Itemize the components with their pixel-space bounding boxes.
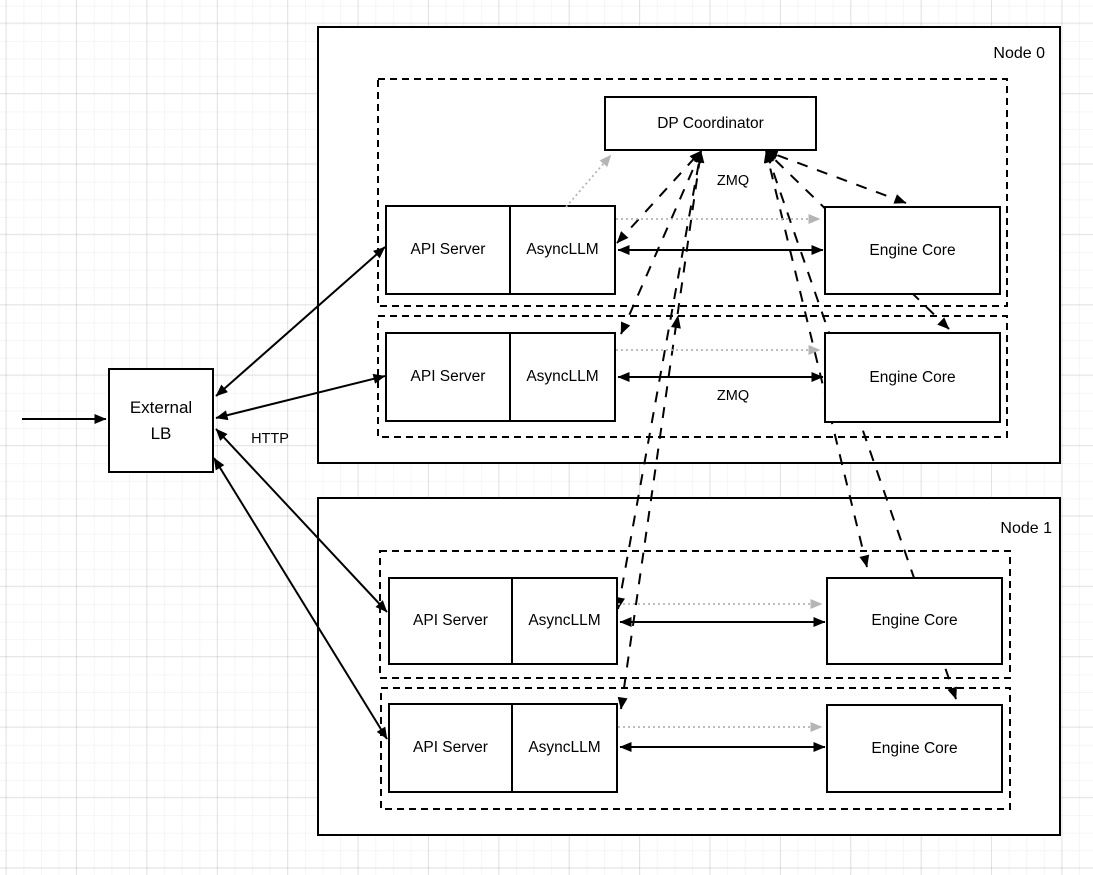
- dotted-links: [565, 154, 823, 732]
- api-server-box-n0r0: [385, 205, 511, 295]
- api-server-box-n1r1: [388, 703, 513, 793]
- zmq-links: [617, 245, 826, 752]
- api-server-box-n0r1: [385, 332, 511, 422]
- http-link-n0r0: [215, 246, 386, 397]
- engine-core-box-n0r0: [824, 206, 1001, 295]
- engine-core-box-n1r1: [826, 704, 1003, 793]
- http-link-n0r1: [215, 373, 386, 421]
- asyncllm-box-n1r1: [511, 703, 618, 793]
- asyncllm-box-n0r0: [509, 205, 616, 295]
- http-link-n1r1: [213, 457, 388, 740]
- dp-coordinator-box: [604, 96, 817, 151]
- engine-core-box-n0r1: [824, 332, 1001, 423]
- asyncllm-box-n0r1: [509, 332, 616, 422]
- api-server-box-n1r0: [388, 577, 513, 665]
- engine-core-box-n1r0: [826, 577, 1003, 665]
- dotted-link-asyncllm-coordinator: [565, 154, 612, 208]
- external-lb-box: [108, 368, 214, 473]
- http-links: [213, 246, 388, 740]
- asyncllm-box-n1r0: [511, 577, 618, 665]
- coordinator-enginecore-link-n1r1: [765, 150, 957, 700]
- mid-up-arrowhead: [670, 315, 681, 329]
- coordinator-asyncllm-link-n1r1: [617, 150, 705, 710]
